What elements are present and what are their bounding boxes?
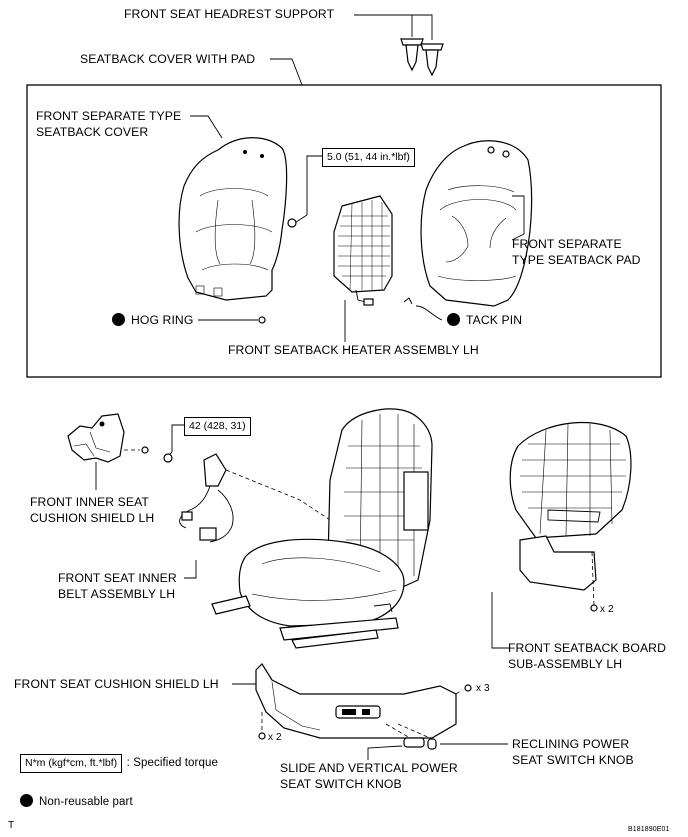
label-inner-belt-line2: BELT ASSEMBLY LH <box>58 587 176 601</box>
label-tack-pin: TACK PIN <box>447 313 522 328</box>
switch-knobs-part <box>367 723 508 760</box>
tack-pin-part <box>403 297 413 305</box>
hog-ring-text: HOG RING <box>131 313 194 327</box>
legend-torque: N*m (kgf*cm, ft.*lbf) : Specified torque <box>20 753 218 773</box>
seatback-cover-part <box>178 115 288 301</box>
torque-belt-box: 42 (428, 31) <box>184 417 251 436</box>
label-reclining-knob-line2: SEAT SWITCH KNOB <box>512 753 634 767</box>
label-separate-cover-line1: FRONT SEPARATE TYPE <box>36 109 182 123</box>
label-separate-cover-line2: SEATBACK COVER <box>36 125 149 139</box>
label-cushion-shield: FRONT SEAT CUSHION SHIELD LH <box>14 677 219 691</box>
corner-mark: T <box>8 820 15 831</box>
label-hog-ring: HOG RING <box>112 313 193 328</box>
inner-cushion-shield-part <box>67 413 149 490</box>
inner-belt-part <box>179 453 331 579</box>
label-seatback-board-line2: SUB-ASSEMBLY LH <box>508 657 623 671</box>
seatback-pad-part <box>420 140 533 307</box>
nonreusable-dot-icon <box>20 794 33 807</box>
legend-nonreusable: Non-reusable part <box>20 794 133 810</box>
seatback-pad-leader <box>511 195 525 241</box>
nonreusable-dot-icon <box>112 313 125 326</box>
legend-torque-box: N*m (kgf*cm, ft.*lbf) <box>20 754 123 773</box>
label-seatback-cover-with-pad: SEATBACK COVER WITH PAD <box>80 52 256 66</box>
label-seatback-board-line1: FRONT SEATBACK BOARD <box>508 641 666 655</box>
seatback-group-frame <box>26 84 662 378</box>
cushion-shield-part <box>232 663 472 740</box>
label-heater-assembly: FRONT SEATBACK HEATER ASSEMBLY LH <box>228 343 479 357</box>
hog-ring-part <box>258 316 266 324</box>
label-inner-shield-line1: FRONT INNER SEAT <box>30 495 149 509</box>
torque-heater-box: 5.0 (51, 44 in.*lbf) <box>322 148 415 167</box>
label-slide-knob-line2: SEAT SWITCH KNOB <box>280 777 402 791</box>
qty-shield-screws-left: x 2 <box>268 732 282 743</box>
headrest-support-part <box>354 14 444 77</box>
nonreusable-dot-icon <box>447 313 460 326</box>
label-seatback-pad-line1: FRONT SEPARATE <box>512 237 622 251</box>
seatback-cover-leader <box>270 58 303 86</box>
figure-id: B181890E01 <box>628 826 670 833</box>
label-inner-belt-line1: FRONT SEAT INNER <box>58 571 177 585</box>
label-seatback-pad-line2: TYPE SEATBACK PAD <box>512 253 641 267</box>
label-headrest-support: FRONT SEAT HEADREST SUPPORT <box>124 7 335 21</box>
seatback-heater-part <box>333 195 393 342</box>
seat-assembly-part <box>211 408 433 649</box>
legend-torque-text: : Specified torque <box>126 757 218 769</box>
qty-shield-screws-right: x 3 <box>476 683 490 694</box>
label-inner-shield-line2: CUSHION SHIELD LH <box>30 511 155 525</box>
legend-nonreusable-text: Non-reusable part <box>39 796 133 808</box>
label-reclining-knob-line1: RECLINING POWER <box>512 737 630 751</box>
tack-pin-text: TACK PIN <box>466 313 523 327</box>
label-slide-knob-line1: SLIDE AND VERTICAL POWER <box>280 761 458 775</box>
seatback-board-part <box>491 421 632 649</box>
qty-board-screws: x 2 <box>600 604 614 615</box>
